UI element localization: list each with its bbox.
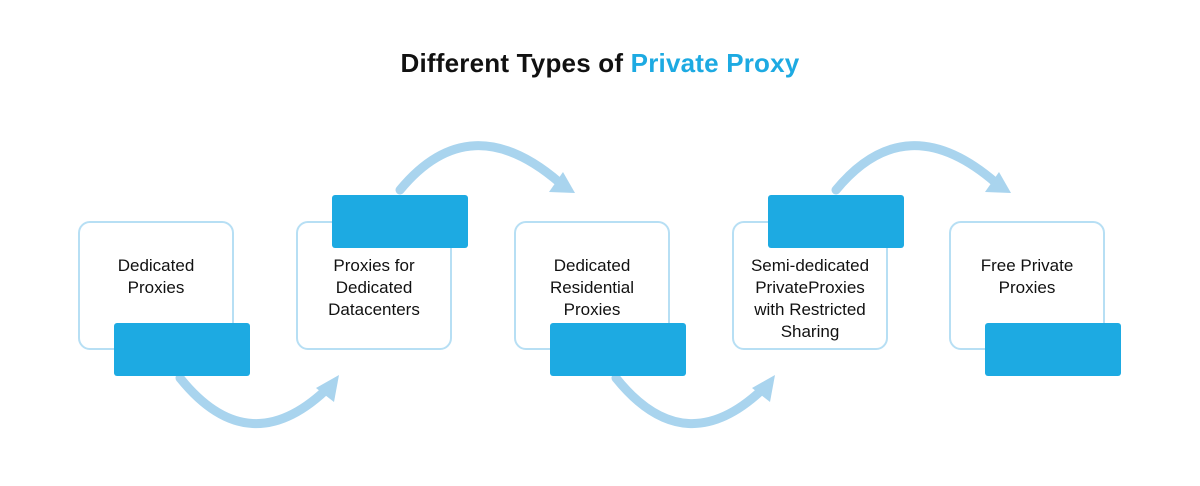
arrow-2-to-3 [395,141,565,195]
title-prefix: Different Types of [400,48,631,78]
arrow-3-to-4 [611,373,771,429]
step-tab-1 [114,323,250,376]
arrow-1-to-2 [175,373,335,429]
step-label: Dedicated Proxies [117,256,195,297]
arrow-4-to-5 [831,141,1001,195]
step-tab-3 [550,323,686,376]
step-tab-5 [985,323,1121,376]
step-label: Dedicated Residential Proxies [549,256,635,319]
arrowhead-1-to-2 [316,375,339,402]
step-tab-2 [332,195,468,248]
title-highlight: Private Proxy [630,48,800,78]
arrowhead-2-to-3 [549,172,575,193]
diagram-title: Different Types of Private Proxy [0,48,1200,79]
step-label: Free Private Proxies [980,256,1074,297]
arrowhead-3-to-4 [752,375,775,402]
arrowhead-4-to-5 [985,172,1011,193]
step-label: Proxies for Dedicated Datacenters [328,256,420,319]
step-label: Semi-dedicated PrivateProxies with Restr… [750,256,870,341]
step-tab-4 [768,195,904,248]
